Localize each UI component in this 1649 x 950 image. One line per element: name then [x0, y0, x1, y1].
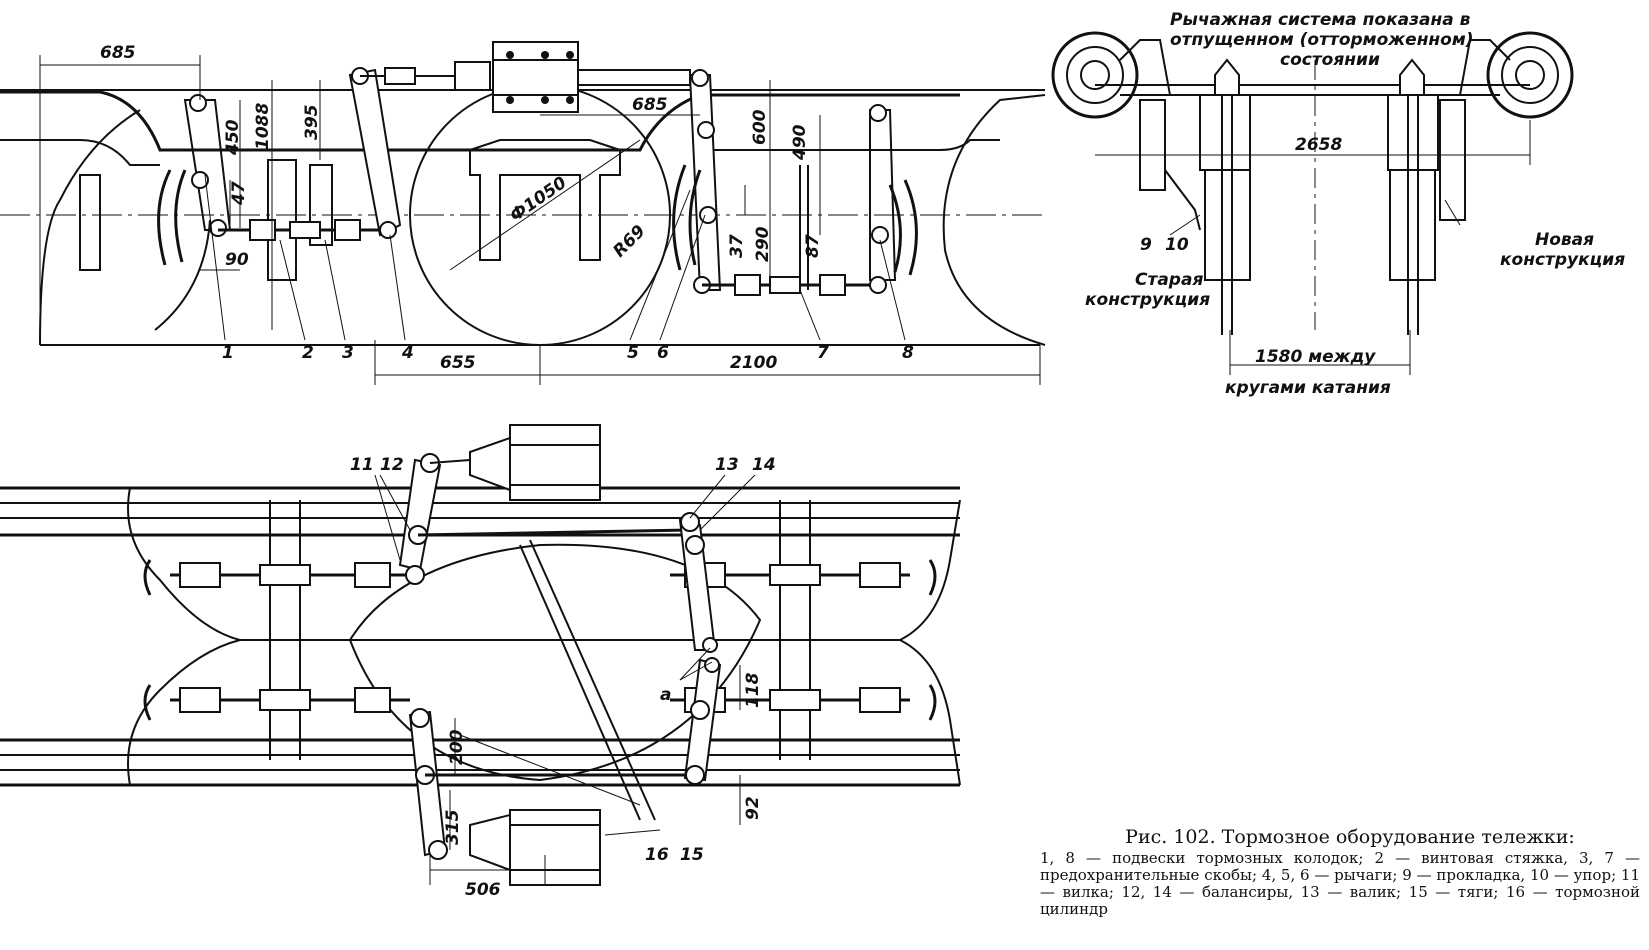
dim-290: 290 [753, 226, 773, 262]
part-number-8: 8 [902, 343, 914, 363]
part-number-10: 10 [1165, 235, 1189, 255]
dim-685-mid: 685 [632, 95, 668, 115]
end-view-note-line3: состоянии [1280, 50, 1380, 70]
part-number-15: 15 [680, 845, 704, 865]
dim-1580-line1: 1580 между [1255, 347, 1376, 367]
old-design-line2: конструкция [1085, 290, 1210, 310]
part-number-7: 7 [817, 343, 829, 363]
part-number-9: 9 [1140, 235, 1152, 255]
dim-2658: 2658 [1295, 135, 1342, 155]
dim-655: 655 [440, 353, 476, 373]
dim-1088: 1088 [253, 103, 273, 150]
part-number-3: 3 [342, 343, 354, 363]
dim-200: 200 [447, 729, 467, 765]
dim-87: 87 [803, 234, 823, 258]
side-view: 685 450 1088 395 47 90 Ф1050 R69 685 600… [0, 41, 1046, 385]
dim-37: 37 [727, 234, 747, 258]
part-number-12: 12 [380, 455, 404, 475]
dim-diameter: Ф1050 [506, 173, 570, 226]
new-design-line2: конструкция [1500, 250, 1625, 270]
part-number-1: 1 [222, 343, 234, 363]
dim-118: 118 [743, 672, 763, 708]
old-design-line1: Старая [1135, 270, 1203, 290]
end-view: Рычажная система показана в отпущенном (… [1051, 10, 1625, 398]
dim-315: 315 [443, 810, 463, 846]
plan-view: 11 12 13 14 15 16 а 200 315 118 92 506 [0, 424, 961, 900]
dim-1580-line2: кругами катания [1225, 378, 1391, 398]
part-number-4: 4 [401, 343, 414, 363]
dim-685-left: 685 [100, 43, 136, 63]
dim-395: 395 [302, 105, 322, 141]
part-number-11: 11 [350, 455, 374, 475]
end-view-note-line2: отпущенном (отторможенном) [1170, 30, 1474, 50]
end-view-note-line1: Рычажная система показана в [1170, 10, 1471, 30]
dim-450: 450 [223, 119, 243, 156]
dim-2100: 2100 [730, 353, 777, 373]
figure-caption: Рис. 102. Тормозное оборудование тележки… [1040, 826, 1640, 918]
dim-90: 90 [225, 250, 249, 270]
dim-506: 506 [465, 880, 501, 900]
dim-47: 47 [229, 181, 249, 206]
dim-490: 490 [790, 124, 810, 161]
dim-600: 600 [750, 109, 770, 145]
part-number-2: 2 [302, 343, 314, 363]
new-design-line1: Новая [1535, 230, 1594, 250]
dim-radius: R69 [609, 221, 649, 261]
detail-a-label: а [660, 685, 671, 705]
part-number-5: 5 [627, 343, 639, 363]
caption-legend: 1, 8 — подвески тормозных колодок; 2 — в… [1040, 849, 1640, 918]
part-number-16: 16 [645, 845, 669, 865]
part-number-6: 6 [657, 343, 669, 363]
part-number-13: 13 [715, 455, 739, 475]
caption-title: Рис. 102. Тормозное оборудование тележки… [1125, 826, 1575, 848]
dim-92: 92 [743, 796, 763, 820]
part-number-14: 14 [752, 455, 776, 475]
